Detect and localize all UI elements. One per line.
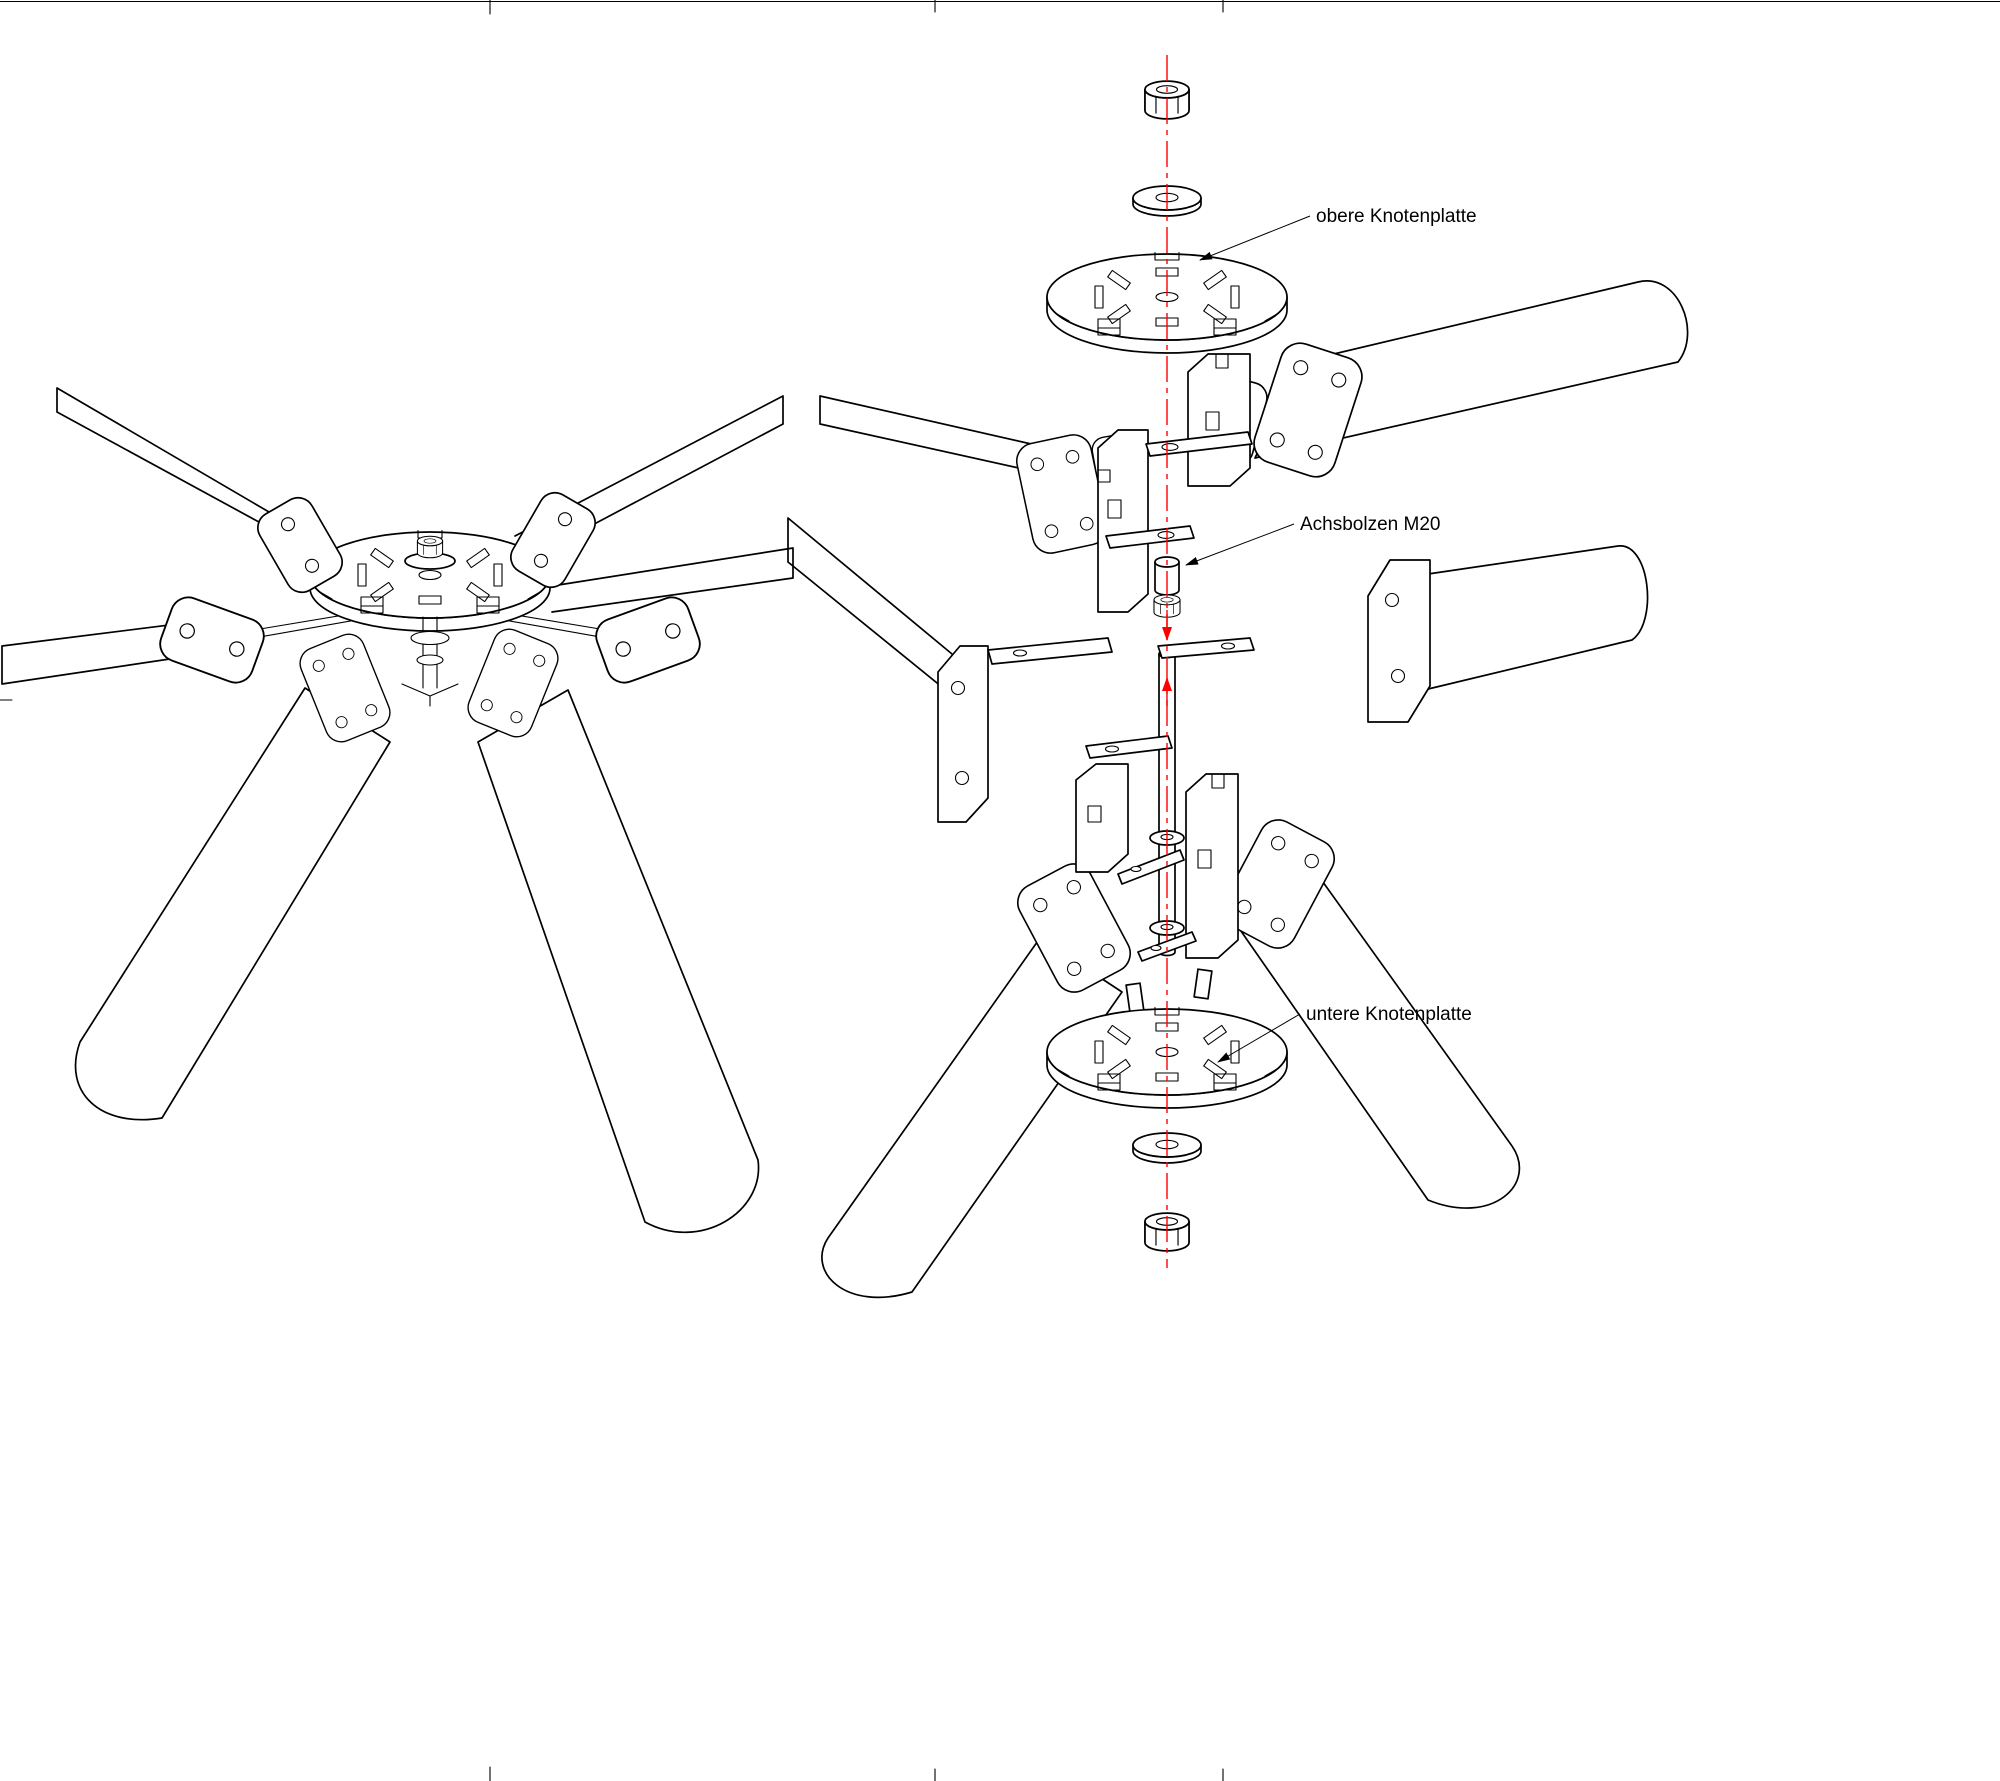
leader-line <box>1217 1013 1301 1063</box>
leader-line <box>1199 215 1311 261</box>
label-axle-bolt: Achsbolzen M20 <box>1300 514 1440 535</box>
tube-lower-left <box>74 687 391 1121</box>
annotation-axle-bolt: Achsbolzen M20 <box>1185 514 1440 566</box>
link-bar <box>987 637 1113 665</box>
strut-right <box>551 547 794 613</box>
gusset-plate-lower-right <box>1185 773 1239 959</box>
gusset-plate-upper-right <box>1187 353 1251 487</box>
annotations: obere Knotenplatte Achsbolzen M20 untere… <box>1185 206 1477 1063</box>
strut-left <box>787 517 959 701</box>
link-bar <box>1105 525 1195 549</box>
annotation-lower-plate: untere Knotenplatte <box>1217 1004 1472 1063</box>
label-lower-plate: untere Knotenplatte <box>1306 1004 1472 1025</box>
tube-lower-right <box>477 689 760 1234</box>
plate-tab <box>1193 968 1213 1000</box>
tube-right <box>1423 545 1649 691</box>
gusset-plate-upper-left <box>1097 429 1149 613</box>
clamp-plate <box>590 591 706 689</box>
link-bar <box>1137 931 1197 962</box>
assembled-view <box>1 387 794 1234</box>
gusset-plate-lower-left <box>1075 763 1129 873</box>
tube-lower-left <box>821 937 1123 1299</box>
annotation-upper-plate: obere Knotenplatte <box>1199 206 1477 261</box>
link-bar <box>1145 431 1253 457</box>
exploded-view <box>787 80 1689 1299</box>
tube-upper-right <box>1254 280 1689 459</box>
label-upper-plate: obere Knotenplatte <box>1316 206 1477 227</box>
leader-line <box>1185 523 1295 566</box>
clamp-plate-left <box>937 645 989 823</box>
link-bar <box>1085 735 1173 759</box>
clamp-plate-right <box>1367 559 1431 723</box>
crop-marks <box>0 0 1224 1781</box>
link-bar <box>1117 849 1185 885</box>
plate-tab <box>1125 982 1145 1014</box>
clamp-plate <box>1248 337 1368 483</box>
link-bar <box>1157 637 1255 659</box>
strut-upper-left <box>819 395 1047 475</box>
clamp-plate <box>154 591 270 689</box>
centre-bolt-stack <box>401 535 459 707</box>
